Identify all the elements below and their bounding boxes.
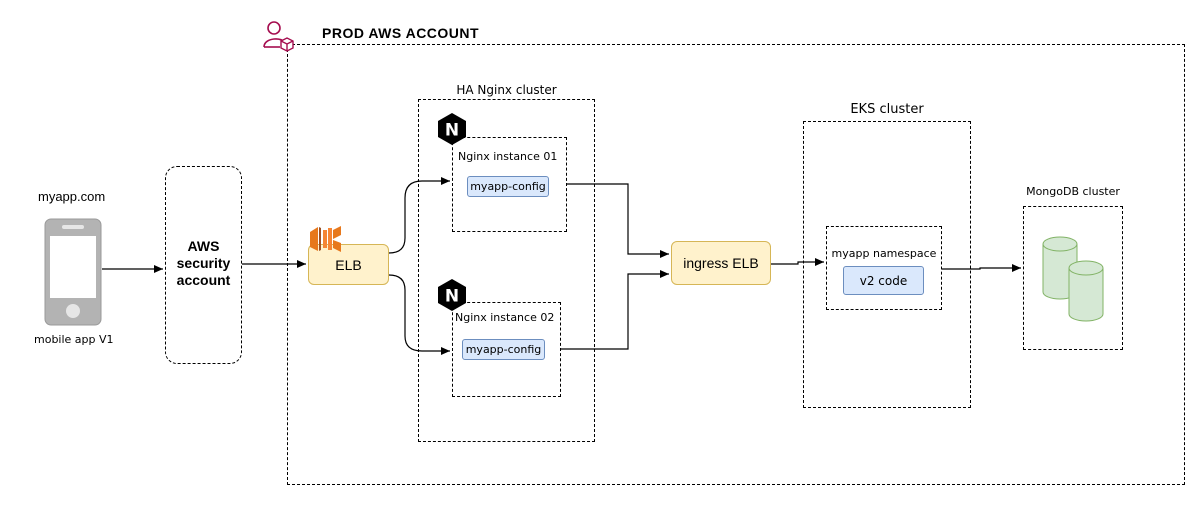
mobile-phone-icon (44, 218, 102, 326)
security-line-3: account (176, 272, 231, 288)
config-02-label: myapp-config (465, 343, 542, 356)
security-line-2: security (176, 255, 231, 271)
nginx-logo-icon: N (438, 279, 466, 311)
security-account-box (165, 166, 242, 364)
user-cube-icon (263, 21, 294, 52)
elb-label: ELB (335, 256, 362, 273)
elb-box: ELB (308, 244, 389, 285)
ingress-elb-box: ingress ELB (671, 241, 771, 285)
nginx-cluster-title: HA Nginx cluster (456, 83, 557, 97)
security-account-label: AWS security account (165, 238, 242, 289)
nginx-instance-01-title: Nginx instance 01 (458, 150, 558, 163)
mongo-cluster-boundary (1023, 206, 1123, 350)
mongo-cluster-title: MongoDB cluster (1026, 185, 1120, 198)
nginx-logo-icon: N (438, 113, 466, 145)
database-cylinder-icon (1042, 236, 1104, 322)
config-01-label: myapp-config (470, 180, 546, 193)
namespace-box (826, 226, 942, 310)
nginx-instance-02-title: Nginx instance 02 (455, 311, 555, 324)
aws-elb-icon (310, 226, 341, 252)
device-label: mobile app V1 (34, 333, 114, 346)
nginx-instance-01-config: myapp-config (467, 176, 549, 197)
nginx-logo-letter: N (445, 287, 459, 307)
security-line-1: AWS (187, 238, 220, 254)
nginx-logo-letter: N (445, 121, 459, 141)
account-title: PROD AWS ACCOUNT (322, 25, 480, 41)
nginx-instance-02-box (452, 302, 561, 397)
nginx-cluster-boundary (418, 99, 595, 442)
v2-code-label: v2 code (859, 273, 908, 288)
nginx-instance-02-config: myapp-config (462, 339, 545, 360)
namespace-title: myapp namespace (831, 247, 937, 260)
ingress-elb-label: ingress ELB (683, 255, 759, 271)
v2-code-box: v2 code (843, 266, 924, 295)
app-domain-label: myapp.com (38, 189, 106, 204)
nginx-instance-01-box (452, 137, 567, 232)
eks-cluster-title: EKS cluster (850, 102, 924, 117)
